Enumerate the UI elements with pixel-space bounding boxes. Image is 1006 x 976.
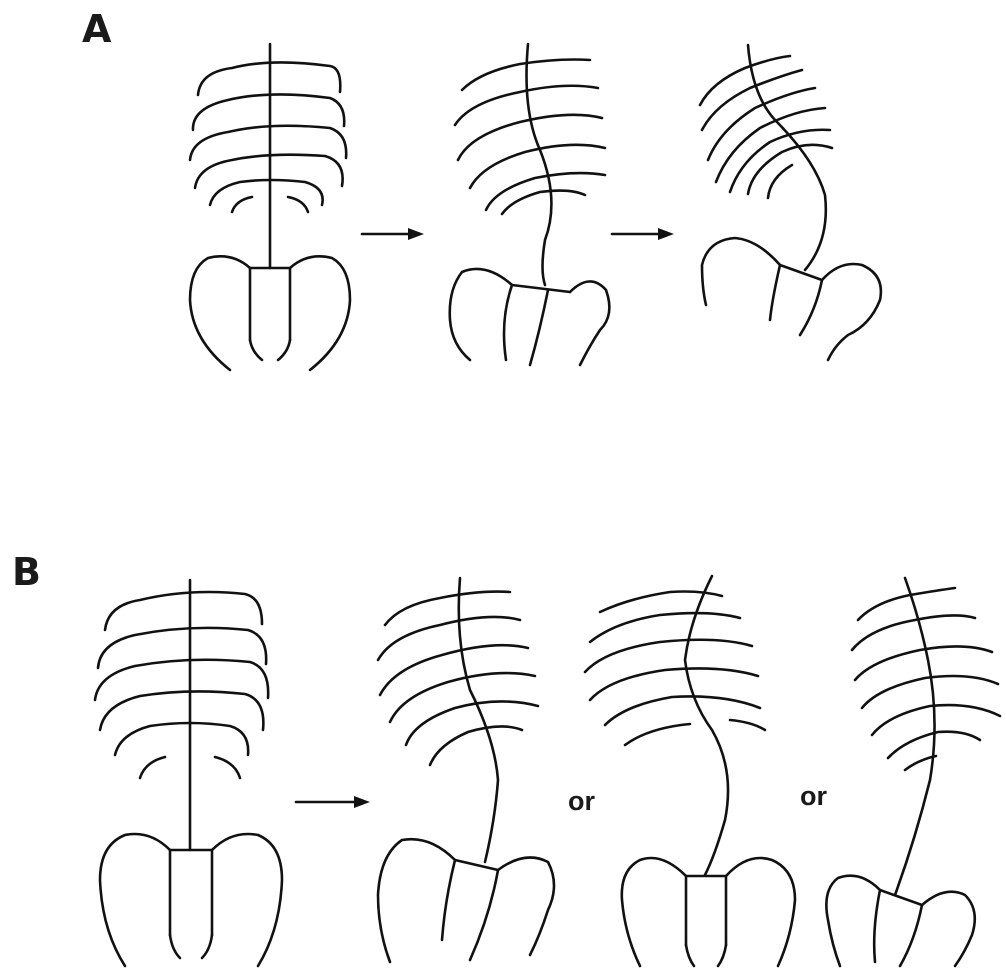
spine-a-curved bbox=[450, 44, 610, 365]
connector-or-1: or bbox=[568, 786, 595, 816]
panel-label-a: A bbox=[82, 7, 112, 51]
panel-label-b: B bbox=[12, 550, 41, 594]
arrow-b bbox=[296, 796, 370, 808]
spine-b-option-1 bbox=[378, 578, 554, 962]
arrow-a-1 bbox=[362, 228, 424, 240]
spine-b-option-3 bbox=[826, 578, 1000, 966]
spine-b-straight bbox=[95, 580, 282, 966]
arrow-a-2 bbox=[612, 228, 674, 240]
spine-b-option-2 bbox=[585, 576, 795, 966]
spine-a-progressed bbox=[700, 45, 881, 360]
spine-a-straight bbox=[190, 44, 350, 370]
connector-or-2: or bbox=[800, 781, 827, 811]
